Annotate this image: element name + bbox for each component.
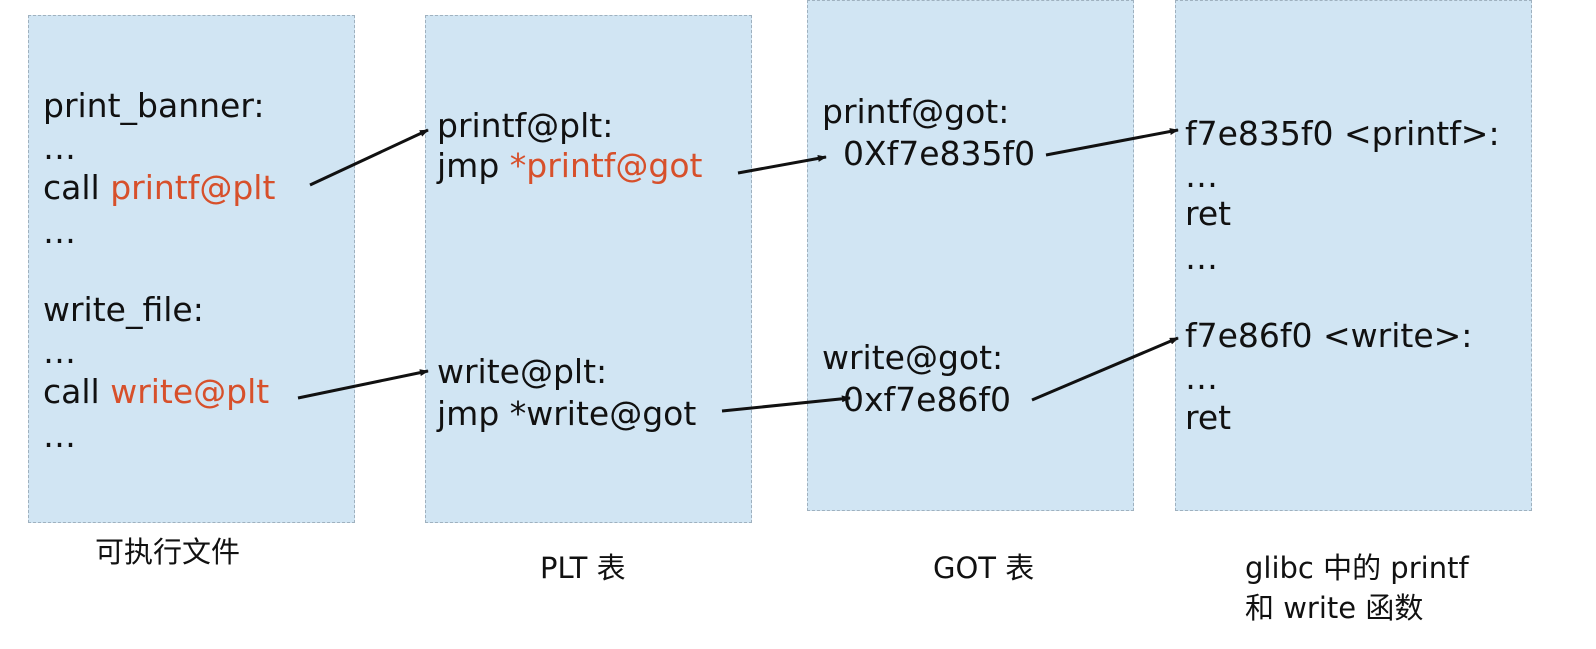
write-got-address: 0xf7e86f0 — [843, 380, 1012, 419]
arrow-call-printf-to-plt — [309, 128, 429, 187]
ret-instruction: ret — [1185, 398, 1232, 437]
executable-box — [28, 15, 355, 523]
glibc-caption-line2: 和 write 函数 — [1245, 591, 1424, 625]
write-plt-target: write@plt — [110, 372, 270, 411]
ellipsis: … — [43, 332, 76, 371]
arrow-plt-write-to-got — [721, 395, 851, 413]
write-plt-label: write@plt: — [437, 352, 608, 391]
call-printf-line: call printf@plt — [43, 168, 275, 208]
jmp-write-got-line: jmp *write@got — [437, 394, 697, 433]
printf-got-address: 0Xf7e835f0 — [843, 134, 1036, 173]
call-keyword: call — [43, 168, 111, 207]
arrow-call-write-to-plt — [297, 369, 429, 400]
printf-plt-label: printf@plt: — [437, 106, 614, 145]
got-caption: GOT 表 — [933, 551, 1035, 585]
jmp-keyword: jmp — [437, 146, 510, 185]
ellipsis: … — [43, 128, 76, 167]
printf-function-header: f7e835f0 <printf>: — [1185, 114, 1500, 153]
write-got-label: write@got: — [822, 338, 1004, 377]
ellipsis: … — [43, 212, 76, 251]
printf-got-target: *printf@got — [509, 146, 703, 185]
glibc-box — [1175, 0, 1532, 511]
ellipsis: … — [1185, 238, 1218, 277]
write-file-label: write_file: — [43, 290, 204, 329]
glibc-caption-line1: glibc 中的 printf — [1245, 551, 1469, 585]
printf-plt-target: printf@plt — [110, 168, 276, 207]
arrow-got-write-to-glibc — [1031, 336, 1179, 402]
ellipsis: … — [1185, 358, 1218, 397]
call-keyword: call — [43, 372, 111, 411]
ellipsis: … — [1185, 156, 1218, 195]
print-banner-label: print_banner: — [43, 86, 265, 125]
jmp-printf-got-line: jmp *printf@got — [437, 146, 703, 186]
arrow-got-printf-to-glibc — [1045, 128, 1179, 157]
call-write-line: call write@plt — [43, 372, 269, 412]
got-box — [807, 0, 1134, 511]
plt-box — [425, 15, 752, 523]
ret-instruction: ret — [1185, 194, 1232, 233]
printf-got-label: printf@got: — [822, 92, 1010, 131]
arrow-plt-printf-to-got — [737, 155, 827, 175]
write-function-header: f7e86f0 <write>: — [1185, 316, 1473, 355]
plt-caption: PLT 表 — [540, 551, 626, 585]
ellipsis: … — [43, 416, 76, 455]
executable-caption: 可执行文件 — [95, 535, 241, 569]
